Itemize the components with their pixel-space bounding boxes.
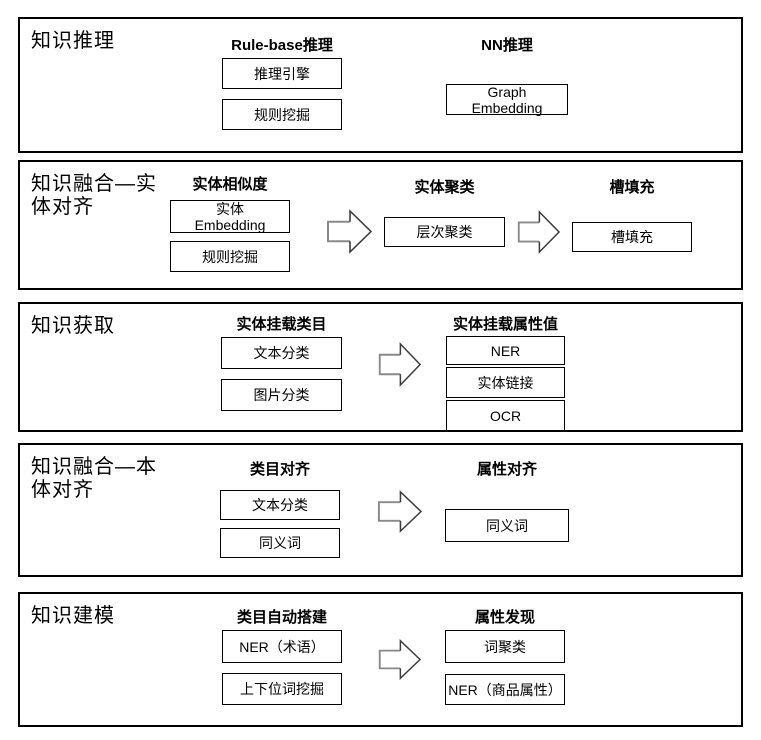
method-box-label: 实体Embedding (194, 200, 266, 233)
panel-title: 知识融合—本体对齐 (31, 456, 157, 501)
panel-knowledge-acquisition: 知识获取 实体挂载类目 文本分类 图片分类 实体挂载属性值 NER 实体链接 O… (18, 302, 743, 432)
flow-arrow-icon (378, 639, 421, 680)
panel-knowledge-reasoning: 知识推理 Rule-base推理 推理引擎 规则挖掘 NN推理 Graph Em… (18, 17, 743, 153)
panel-title: 知识建模 (31, 605, 115, 627)
method-box-label: 词聚类 (484, 638, 526, 655)
flow-arrow-icon (517, 210, 560, 254)
method-box: 实体链接 (446, 367, 565, 398)
flow-arrow-icon (377, 490, 422, 533)
method-box-label: 同义词 (486, 517, 528, 534)
method-box: NER（术语） (222, 630, 342, 663)
method-box: NER（商品属性） (445, 674, 565, 705)
column-header: 槽填充 (609, 179, 655, 196)
method-box: 图片分类 (221, 379, 342, 411)
method-box: 文本分类 (220, 490, 340, 520)
method-box-label: 推理引擎 (254, 65, 310, 82)
method-box-label: 文本分类 (253, 345, 310, 361)
method-box: 上下位词挖掘 (222, 673, 342, 705)
method-box-label: 规则挖掘 (202, 248, 258, 265)
method-box-label: NER（术语） (239, 638, 325, 655)
panel-knowledge-fusion-entity-alignment: 知识融合—实体对齐 实体相似度 实体Embedding 规则挖掘 实体聚类 层次… (18, 160, 743, 290)
method-box-label: 槽填充 (611, 229, 653, 245)
method-box-label: NER（商品属性） (448, 681, 562, 698)
column-header: 实体聚类 (414, 179, 475, 196)
method-box: 词聚类 (445, 630, 565, 663)
method-box: 规则挖掘 (222, 99, 342, 130)
panel-title: 知识获取 (31, 315, 115, 337)
method-box: OCR (446, 400, 565, 431)
method-box-label: 上下位词挖掘 (240, 681, 324, 697)
method-box: NER (446, 336, 565, 365)
method-box-label: Graph Embedding (471, 83, 543, 116)
column-header: 实体相似度 (192, 176, 268, 193)
column-header: 类目自动搭建 (236, 609, 327, 626)
flow-arrow-icon (327, 209, 372, 254)
method-box: 规则挖掘 (170, 241, 290, 272)
method-box-label: 规则挖掘 (254, 106, 310, 123)
column-header: 属性发现 (474, 609, 535, 626)
method-box-label: NER (490, 342, 521, 359)
column-header: 属性对齐 (476, 461, 537, 478)
panel-title: 知识融合—实体对齐 (31, 173, 157, 218)
panel-knowledge-modeling: 知识建模 类目自动搭建 NER（术语） 上下位词挖掘 属性发现 词聚类 NER（… (18, 592, 743, 727)
column-header: NN推理 (481, 37, 533, 54)
column-header: Rule-base推理 (231, 37, 333, 54)
method-box-label: 层次聚类 (416, 224, 473, 240)
method-box-label: 图片分类 (253, 387, 310, 403)
method-box: 同义词 (445, 509, 569, 542)
column-header: 实体挂载属性值 (452, 316, 558, 333)
panel-knowledge-fusion-ontology-alignment: 知识融合—本体对齐 类目对齐 文本分类 同义词 属性对齐 同义词 (18, 443, 743, 577)
flow-arrow-icon (378, 342, 421, 387)
method-box-label: 同义词 (259, 535, 301, 551)
panel-title: 知识推理 (31, 30, 115, 52)
column-header: 类目对齐 (249, 461, 310, 478)
method-box-label: 实体链接 (477, 374, 534, 391)
method-box-label: OCR (489, 407, 522, 424)
method-box: 文本分类 (221, 337, 342, 369)
method-box: 实体Embedding (170, 200, 290, 233)
method-box: 同义词 (220, 528, 340, 558)
method-box: 推理引擎 (222, 58, 342, 89)
method-box: 层次聚类 (384, 217, 505, 247)
column-header: 实体挂载类目 (236, 316, 327, 333)
method-box-label: 文本分类 (252, 497, 308, 513)
method-box: Graph Embedding (446, 83, 568, 116)
method-box: 槽填充 (572, 222, 692, 252)
